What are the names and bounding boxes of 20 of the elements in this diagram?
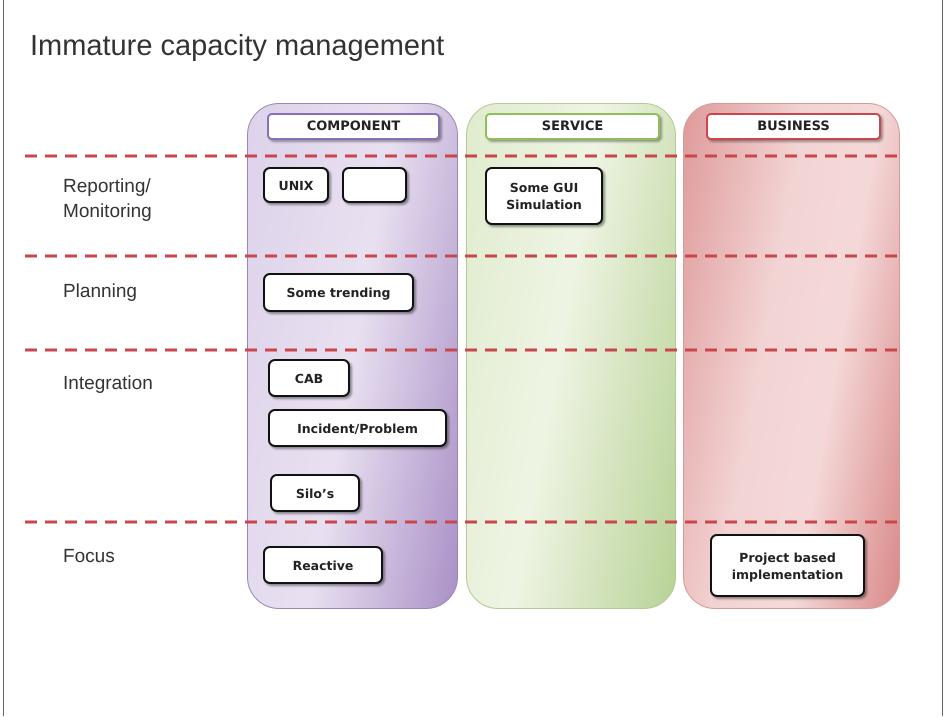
row-label: Integration: [63, 372, 154, 396]
item-box: UNIX: [263, 167, 329, 203]
column-header: COMPONENT: [267, 113, 440, 140]
item-box: Incident/Problem: [268, 409, 447, 447]
column-panel: [466, 103, 676, 609]
column-header: SERVICE: [485, 113, 660, 140]
row-label: Focus: [63, 545, 116, 569]
title: Immature capacity management: [30, 30, 444, 63]
column-panel: [247, 103, 458, 609]
column-panel: [683, 103, 900, 609]
item-box: Some trending: [263, 273, 414, 312]
item-box: Silo’s: [270, 474, 360, 512]
row-label: Planning: [63, 280, 138, 304]
item-box: Reactive: [263, 546, 383, 584]
row-label: Reporting/ Monitoring: [63, 175, 153, 224]
item-box: Project based implementation: [710, 534, 865, 597]
item-box: CAB: [268, 359, 350, 397]
item-box: Some GUI Simulation: [485, 167, 603, 225]
empty-box: [342, 167, 407, 203]
column-header: BUSINESS: [706, 113, 881, 140]
